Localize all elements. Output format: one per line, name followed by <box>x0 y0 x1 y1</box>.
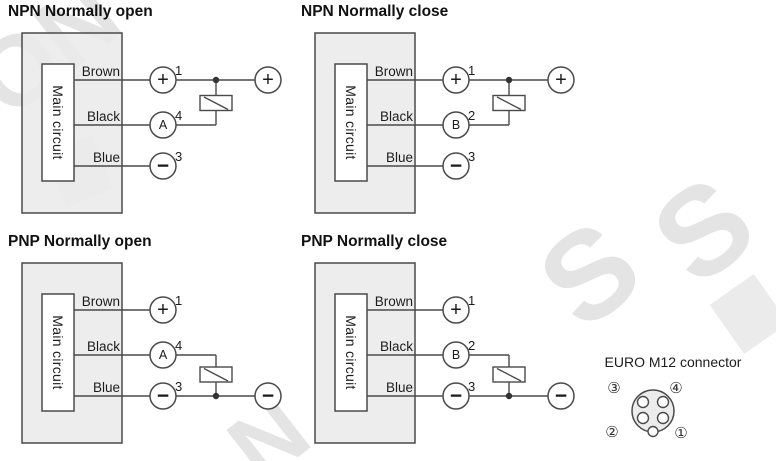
connector-pin1-label: ① <box>674 424 687 442</box>
pin-number-1: 1 <box>175 63 182 78</box>
supply-minus-circle <box>254 382 282 410</box>
terminal-plus-symbol: + <box>450 69 462 91</box>
junction-dot <box>212 76 220 84</box>
terminal-plus-symbol: + <box>157 299 169 321</box>
terminal-plus-circle <box>149 296 177 324</box>
connector-hole-pin4 <box>656 395 670 409</box>
main-circuit-label: Main circuit <box>50 315 66 389</box>
terminal-output-circle <box>149 111 177 139</box>
supply-minus-symbol: − <box>262 385 274 408</box>
connector-title: EURO M12 connector <box>605 354 742 370</box>
circuit-svg: Main circuit Brown Black Blue + A − 1 4 … <box>21 32 282 214</box>
terminal-output-circle <box>442 111 470 139</box>
terminal-minus-circle <box>442 382 470 410</box>
terminal-minus-circle <box>442 152 470 180</box>
supply-plus-symbol: + <box>555 69 567 91</box>
main-circuit-box <box>334 63 368 182</box>
diagram-npn-normally-close: NPN Normally close Main circuit Brown Bl… <box>293 0 586 230</box>
connector-pin2-label: ② <box>605 423 618 441</box>
diagram-pnp-normally-close: PNP Normally close Main circuit Brown Bl… <box>293 230 586 460</box>
terminal-minus-circle <box>149 382 177 410</box>
pin-number-2: 2 <box>468 338 475 353</box>
pin-number-3: 3 <box>468 379 475 394</box>
wire-label-brown: Brown <box>82 64 120 79</box>
wire-label-brown: Brown <box>375 64 413 79</box>
wire-label-blue: Blue <box>93 150 120 165</box>
terminal-output-symbol: B <box>452 348 460 362</box>
pin-number-3: 3 <box>175 379 182 394</box>
main-circuit-label: Main circuit <box>343 85 359 159</box>
circuit-svg: Main circuit Brown Black Blue + B − 1 2 … <box>314 262 575 444</box>
wire-label-brown: Brown <box>82 294 120 309</box>
supply-minus-symbol: − <box>555 385 567 408</box>
terminal-minus-symbol: − <box>450 155 462 178</box>
pin-number-1: 1 <box>468 293 475 308</box>
main-circuit-box <box>41 63 75 182</box>
junction-dot <box>212 392 220 400</box>
connector-hole-pin2 <box>636 411 650 425</box>
terminal-output-symbol: A <box>159 118 168 132</box>
wire-label-black: Black <box>87 339 120 354</box>
supply-plus-symbol: + <box>262 69 274 91</box>
wire-label-black: Black <box>87 109 120 124</box>
circuit-svg: Main circuit Brown Black Blue + B − 1 2 … <box>314 32 575 214</box>
terminal-minus-symbol: − <box>450 385 462 408</box>
main-circuit-box <box>41 293 75 412</box>
supply-plus-circle <box>254 66 282 94</box>
wire-label-blue: Blue <box>93 380 120 395</box>
terminal-minus-symbol: − <box>157 385 169 408</box>
connector-hole-pin3 <box>636 395 650 409</box>
load-diagonal <box>496 367 522 382</box>
diagram-npn-normally-open: NPN Normally open Main circuit Brown Bla… <box>0 0 293 230</box>
wire-lines <box>367 79 548 167</box>
diagram-title: PNP Normally close <box>301 233 448 250</box>
terminal-plus-circle <box>442 296 470 324</box>
load-diagonal <box>203 367 229 382</box>
terminal-minus-circle <box>149 152 177 180</box>
supply-minus-circle <box>547 382 575 410</box>
pin-number-4: 4 <box>175 338 182 353</box>
pin-number-4: 4 <box>175 108 182 123</box>
junction-dot <box>505 76 513 84</box>
diagram-pnp-normally-open: PNP Normally open Main circuit Brown Bla… <box>0 230 293 460</box>
euro-m12-connector: EURO M12 connector ③ ④ ② ① <box>578 344 776 461</box>
connector-keyway-notch <box>647 425 659 438</box>
main-circuit-box <box>334 293 368 412</box>
supply-plus-circle <box>547 66 575 94</box>
pin-number-1: 1 <box>175 293 182 308</box>
main-circuit-label: Main circuit <box>50 85 66 159</box>
terminal-plus-circle <box>442 66 470 94</box>
connector-hole-pin1 <box>656 411 670 425</box>
load-diagonal <box>496 96 522 111</box>
terminal-plus-symbol: + <box>157 69 169 91</box>
pin-number-3: 3 <box>175 149 182 164</box>
main-circuit-label: Main circuit <box>343 315 359 389</box>
connector-pin3-label: ③ <box>607 379 620 397</box>
terminal-output-circle <box>149 341 177 369</box>
connector-body-circle <box>631 389 675 433</box>
pin-number-2: 2 <box>468 108 475 123</box>
wire-label-brown: Brown <box>375 294 413 309</box>
connector-svg: EURO M12 connector ③ ④ ② ① <box>605 354 742 442</box>
load-diagonal <box>203 96 229 111</box>
diagram-title: NPN Normally close <box>301 3 449 20</box>
terminal-output-symbol: B <box>452 118 460 132</box>
wire-label-blue: Blue <box>386 380 413 395</box>
circuit-svg: Main circuit Brown Black Blue + A − 1 4 … <box>21 262 282 444</box>
wire-label-blue: Blue <box>386 150 413 165</box>
diagram-title: PNP Normally open <box>8 233 152 250</box>
terminal-minus-symbol: − <box>157 155 169 178</box>
junction-dot <box>505 392 513 400</box>
wire-label-black: Black <box>380 339 413 354</box>
pin-number-3: 3 <box>468 149 475 164</box>
wire-label-black: Black <box>380 109 413 124</box>
diagram-title: NPN Normally open <box>8 3 153 20</box>
terminal-plus-symbol: + <box>450 299 462 321</box>
terminal-output-symbol: A <box>159 348 168 362</box>
connector-pin4-label: ④ <box>669 379 682 397</box>
terminal-output-circle <box>442 341 470 369</box>
pin-number-1: 1 <box>468 63 475 78</box>
terminal-plus-circle <box>149 66 177 94</box>
